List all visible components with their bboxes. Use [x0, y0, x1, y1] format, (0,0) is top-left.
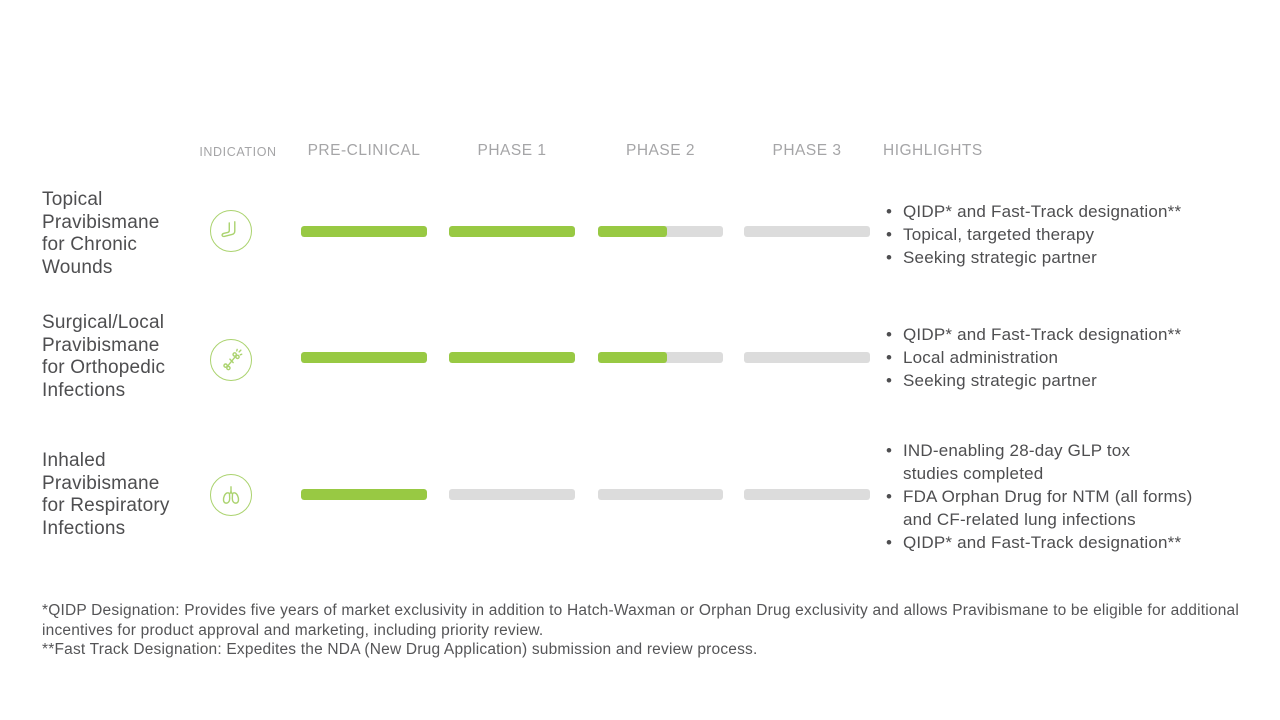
highlight-item: Topical, targeted therapy: [883, 223, 1253, 246]
bone-screw-icon: [223, 348, 243, 371]
bar-fill: [598, 352, 667, 363]
column-header-phase2: PHASE 2: [626, 142, 695, 159]
bar-fill: [449, 352, 575, 363]
bar-topical-phase1: [449, 226, 575, 237]
indication-icon-circle: [210, 339, 252, 381]
bar-inhaled-phase3: [744, 489, 870, 500]
bar-inhaled-preclinical: [301, 489, 427, 500]
column-header-phase1: PHASE 1: [477, 142, 547, 159]
bar-topical-preclinical: [301, 226, 427, 237]
bar-topical-phase3: [744, 226, 870, 237]
highlight-item: FDA Orphan Drug for NTM (all forms) and …: [883, 485, 1253, 531]
bar-surgical-phase3: [744, 352, 870, 363]
highlights-topical: QIDP* and Fast-Track designation** Topic…: [883, 200, 1253, 269]
column-header-highlights: HIGHLIGHTS: [883, 142, 983, 159]
program-name-inhaled: Inhaled Pravibismane for Respiratory Inf…: [42, 450, 170, 539]
bar-fill: [301, 226, 427, 237]
highlight-item: QIDP* and Fast-Track designation**: [883, 200, 1253, 223]
highlight-item: IND-enabling 28-day GLP tox studies comp…: [883, 439, 1253, 485]
column-header-indication: INDICATION: [199, 145, 277, 159]
bar-topical-phase2: [598, 226, 723, 237]
column-header-phase3: PHASE 3: [772, 142, 842, 159]
bar-fill: [301, 352, 427, 363]
highlight-item: Seeking strategic partner: [883, 246, 1253, 269]
bar-surgical-phase2: [598, 352, 723, 363]
highlights-surgical: QIDP* and Fast-Track designation** Local…: [883, 323, 1253, 392]
footnote-fast-track: **Fast Track Designation: Expedites the …: [42, 641, 758, 658]
highlight-item: Local administration: [883, 346, 1253, 369]
bar-fill: [301, 489, 427, 500]
program-name-topical: Topical Pravibismane for Chronic Wounds: [42, 189, 160, 278]
bar-surgical-phase1: [449, 352, 575, 363]
bar-inhaled-phase2: [598, 489, 723, 500]
bar-fill: [449, 226, 575, 237]
lungs-icon: [222, 486, 240, 504]
highlight-item: QIDP* and Fast-Track designation**: [883, 531, 1253, 554]
bar-inhaled-phase1: [449, 489, 575, 500]
highlight-item: Seeking strategic partner: [883, 369, 1253, 392]
program-name-surgical: Surgical/Local Pravibismane for Orthoped…: [42, 312, 166, 401]
indication-icon-circle: [210, 474, 252, 516]
highlights-inhaled: IND-enabling 28-day GLP tox studies comp…: [883, 439, 1253, 554]
footnotes: *QIDP Designation: Provides five years o…: [42, 601, 1239, 660]
indication-icon-circle: [210, 210, 252, 252]
column-header-preclinical: PRE-CLINICAL: [307, 142, 421, 159]
bar-surgical-preclinical: [301, 352, 427, 363]
highlight-item: QIDP* and Fast-Track designation**: [883, 323, 1253, 346]
foot-icon: [221, 221, 236, 238]
footnote-qidp: *QIDP Designation: Provides five years o…: [42, 602, 1239, 639]
bar-fill: [598, 226, 667, 237]
